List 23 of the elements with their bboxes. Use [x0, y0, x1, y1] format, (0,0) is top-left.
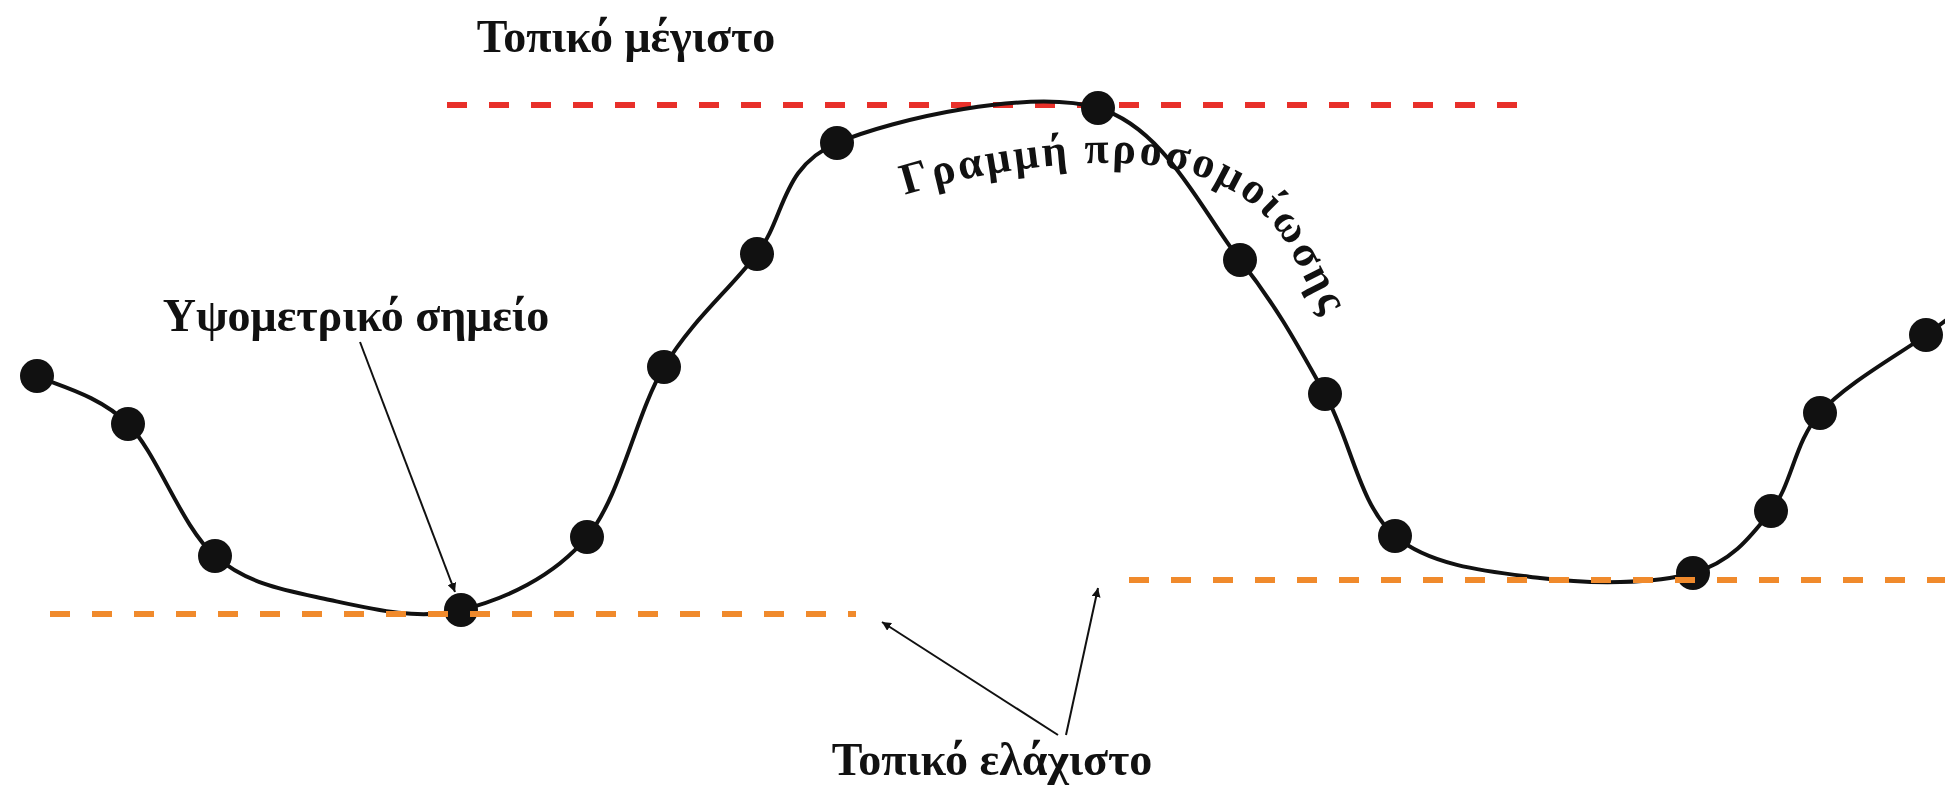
elevation-point: [198, 539, 232, 573]
leader-arrow: [359, 341, 456, 593]
elevation-point: [1754, 494, 1788, 528]
leader-arrow: [881, 621, 1059, 736]
elevation-point: [740, 237, 774, 271]
elevation-point: [820, 126, 854, 160]
elevation-point: [1081, 91, 1115, 125]
elevation-point: [570, 520, 604, 554]
callout-text: Υψομετρικό σημείο: [162, 290, 550, 342]
elevation-point: [1308, 377, 1342, 411]
elevation-point: [444, 593, 478, 627]
elevation-point: [20, 359, 54, 393]
leader-arrow: [1065, 587, 1101, 736]
dashed-line: [1129, 577, 1945, 583]
elevation-point: [1676, 556, 1710, 590]
elevation-point: [647, 350, 681, 384]
label-text: Τοπικό μέγιστο: [476, 11, 776, 63]
elevation-point: [1378, 519, 1412, 553]
elevation-point: [1909, 318, 1943, 352]
elevation-point: [1803, 396, 1837, 430]
elevation-point: [111, 407, 145, 441]
dashed-line: [50, 611, 856, 617]
callout-text: Τοπικό ελάχιστο: [831, 734, 1153, 786]
